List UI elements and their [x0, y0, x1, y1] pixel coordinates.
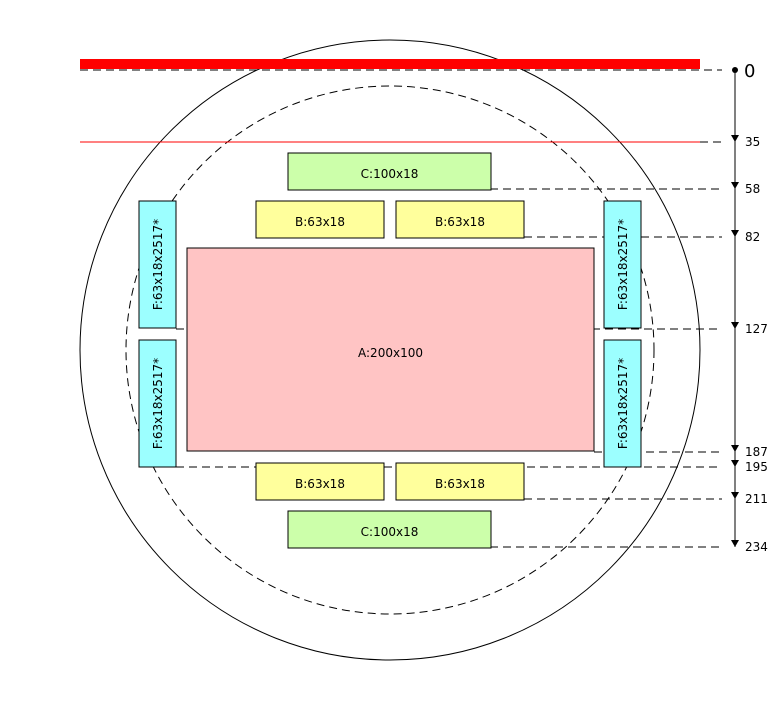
block-f-top-right	[603, 200, 642, 329]
dimension-origin-dot	[732, 67, 738, 73]
dim-label-82: 82	[745, 230, 760, 244]
dim-label-35: 35	[745, 135, 760, 149]
block-a	[186, 247, 595, 452]
label-f-bottom-right: F:63x18x2517*	[616, 358, 630, 449]
dim-label-0: 0	[744, 61, 755, 82]
dim-label-211: 211	[745, 492, 768, 506]
block-c-bottom	[287, 510, 492, 549]
block-c-top	[287, 152, 492, 191]
block-b-bottom-right	[395, 462, 525, 501]
label-b-bottom-right: B:63x18	[435, 477, 485, 491]
inner-dashed-circle	[125, 85, 655, 615]
block-b-top-left	[255, 200, 385, 239]
block-b-bottom-left	[255, 462, 385, 501]
block-f-bottom-right	[603, 339, 642, 468]
label-b-top-right: B:63x18	[435, 215, 485, 229]
thick-red-line	[80, 59, 700, 69]
block-f-top-left	[138, 200, 177, 329]
label-b-bottom-left: B:63x18	[295, 477, 345, 491]
label-c-top: C:100x18	[361, 167, 419, 181]
label-b-top-left: B:63x18	[295, 215, 345, 229]
dim-label-187: 187	[745, 445, 768, 459]
dim-label-58: 58	[745, 182, 760, 196]
label-f-bottom-left: F:63x18x2517*	[151, 358, 165, 449]
dim-label-127: 127	[745, 322, 768, 336]
label-f-top-left: F:63x18x2517*	[151, 219, 165, 310]
dim-label-195: 195	[745, 460, 768, 474]
dimension-arrows	[731, 135, 739, 547]
outer-circle	[79, 39, 701, 661]
label-c-bottom: C:100x18	[361, 525, 419, 539]
block-b-top-right	[395, 200, 525, 239]
block-f-bottom-left	[138, 339, 177, 468]
label-a: A:200x100	[358, 346, 423, 360]
label-f-top-right: F:63x18x2517*	[616, 219, 630, 310]
dim-label-234: 234	[745, 540, 768, 554]
